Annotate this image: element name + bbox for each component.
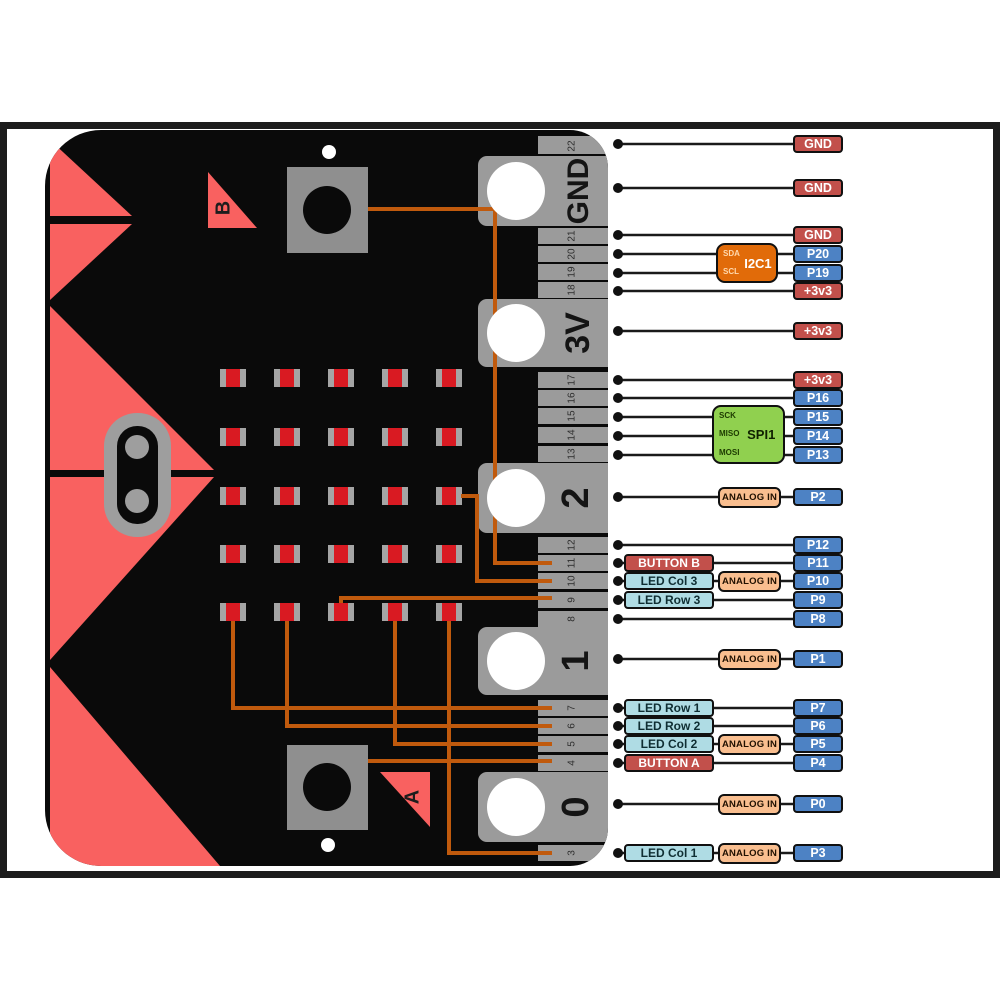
- label-button-b: BUTTON B: [624, 554, 714, 572]
- pad-label-gnd: GND: [562, 158, 595, 225]
- svg-text:10: 10: [567, 575, 578, 587]
- spi-miso-label: MISO: [719, 429, 740, 439]
- pad-label-2: 2: [555, 487, 597, 508]
- svg-text:13: 13: [567, 448, 578, 460]
- i2c1-chip: SDA SCL I2C1: [716, 243, 778, 283]
- pin-badge-gnd-1: GND: [793, 135, 843, 153]
- button-b-letter: B: [212, 201, 234, 215]
- spi-sck-label: SCK: [719, 411, 736, 421]
- analog-in-p5: ANALOG IN: [718, 734, 781, 755]
- svg-text:21: 21: [567, 230, 578, 242]
- label-led-col-2: LED Col 2: [624, 735, 714, 753]
- pin-badge-p20: P20: [793, 245, 843, 263]
- button-a[interactable]: [287, 745, 368, 830]
- pin-badge-gnd-2: GND: [793, 179, 843, 197]
- pin-badge-p12: P12: [793, 536, 843, 554]
- button-b-triangle: [208, 172, 257, 228]
- decorative-triangles: [50, 140, 220, 866]
- pin-badge-gnd-3: GND: [793, 226, 843, 244]
- pin-badge-3v3-2: +3v3: [793, 322, 843, 340]
- pin-badge-p1: P1: [793, 650, 843, 668]
- pin-badge-p9: P9: [793, 591, 843, 609]
- svg-text:15: 15: [567, 410, 578, 422]
- touch-logo: [104, 413, 171, 537]
- button-a-triangle: [380, 772, 430, 827]
- spi1-chip: SCK MISO MOSI SPI1: [712, 405, 785, 464]
- pin-badge-p10: P10: [793, 572, 843, 590]
- svg-text:22: 22: [567, 140, 578, 152]
- pcb-traces: [231, 207, 552, 855]
- pin-badge-3v3-1: +3v3: [793, 282, 843, 300]
- svg-text:7: 7: [567, 705, 578, 711]
- svg-text:17: 17: [567, 374, 578, 386]
- pin-badge-p19: P19: [793, 264, 843, 282]
- svg-text:3: 3: [567, 850, 578, 856]
- analog-in-p0: ANALOG IN: [718, 794, 781, 815]
- i2c-chip-name: I2C1: [744, 255, 772, 271]
- label-led-row-1: LED Row 1: [624, 699, 714, 717]
- pin-badge-p3: P3: [793, 844, 843, 862]
- hole-dot-bottom: [321, 838, 335, 852]
- svg-text:8: 8: [567, 616, 578, 622]
- pad-label-0: 0: [555, 796, 597, 817]
- button-a-letter: A: [401, 790, 423, 804]
- analog-in-p3: ANALOG IN: [718, 843, 781, 864]
- pad-label-3v: 3V: [559, 312, 597, 354]
- svg-text:14: 14: [567, 429, 578, 441]
- svg-text:19: 19: [567, 266, 578, 278]
- label-led-row-2: LED Row 2: [624, 717, 714, 735]
- leader-dots: [613, 139, 623, 858]
- pin-badge-p13: P13: [793, 446, 843, 464]
- spi-chip-name: SPI1: [747, 427, 776, 442]
- svg-text:9: 9: [567, 597, 578, 603]
- button-b[interactable]: [287, 167, 368, 253]
- label-button-a: BUTTON A: [624, 754, 714, 772]
- pin-badge-p14: P14: [793, 427, 843, 445]
- pin-badge-p7: P7: [793, 699, 843, 717]
- led-matrix: [220, 369, 462, 621]
- label-led-col-3: LED Col 3: [624, 572, 714, 590]
- pin-badge-p11: P11: [793, 554, 843, 572]
- pin-badge-p2: P2: [793, 488, 843, 506]
- svg-text:5: 5: [567, 741, 578, 747]
- pin-numbers: 22 21 20 19 18 17 16 15 14 13 12 11 10 9…: [567, 140, 578, 856]
- svg-text:16: 16: [567, 392, 578, 404]
- svg-text:18: 18: [567, 284, 578, 296]
- pin-badge-p8: P8: [793, 610, 843, 628]
- analog-in-p2: ANALOG IN: [718, 487, 781, 508]
- label-led-col-1: LED Col 1: [624, 844, 714, 862]
- svg-text:20: 20: [567, 248, 578, 260]
- pad-label-1: 1: [555, 650, 597, 671]
- edge-connector-small-pins[interactable]: [538, 136, 618, 861]
- label-led-row-3: LED Row 3: [624, 591, 714, 609]
- svg-text:4: 4: [567, 760, 578, 766]
- svg-text:11: 11: [567, 557, 578, 568]
- svg-text:12: 12: [567, 539, 578, 551]
- i2c-scl-label: SCL: [723, 267, 739, 276]
- i2c-sda-label: SDA: [723, 249, 740, 258]
- pad-holes: [487, 162, 545, 836]
- pin-badge-p16: P16: [793, 389, 843, 407]
- pin-badge-p5: P5: [793, 735, 843, 753]
- spi-mosi-label: MOSI: [719, 447, 740, 457]
- hole-dot-top: [322, 145, 336, 159]
- pin-badge-p6: P6: [793, 717, 843, 735]
- pin-badge-p0: P0: [793, 795, 843, 813]
- pin-badge-3v3-3: +3v3: [793, 371, 843, 389]
- analog-in-p10: ANALOG IN: [718, 571, 781, 592]
- pin-badge-p4: P4: [793, 754, 843, 772]
- big-pad-labels: GND 3V 2 1 0: [555, 158, 597, 818]
- pin-badge-p15: P15: [793, 408, 843, 426]
- analog-in-p1: ANALOG IN: [718, 649, 781, 670]
- svg-text:6: 6: [567, 723, 578, 729]
